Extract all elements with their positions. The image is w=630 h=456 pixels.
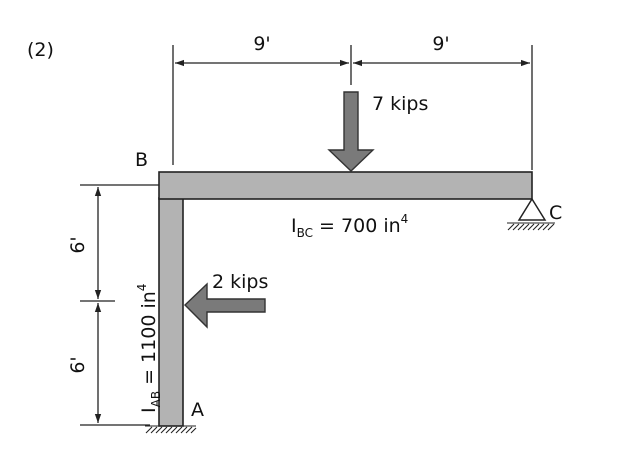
- span-right-label: 9': [432, 33, 449, 55]
- height-lower-label: 6': [67, 356, 89, 373]
- left-dimension: 6' 6': [67, 184, 160, 426]
- span-left-label: 9': [253, 33, 270, 55]
- inertia-ab-label: IAB = 1100 in4: [135, 284, 163, 413]
- vertical-load-label: 7 kips: [372, 93, 428, 115]
- column-ab: [158, 197, 184, 427]
- vertical-load-arrow: [327, 91, 375, 172]
- node-label-a: A: [191, 399, 204, 421]
- node-label-b: B: [135, 149, 148, 171]
- fixed-support-a: [145, 425, 197, 434]
- problem-number: (2): [27, 39, 54, 61]
- node-label-c: C: [549, 202, 562, 224]
- height-upper-label: 6': [67, 236, 89, 253]
- horizontal-load-label: 2 kips: [212, 271, 268, 293]
- horizontal-load-arrow: [183, 282, 266, 329]
- pin-support-c: [507, 197, 555, 231]
- inertia-bc-label: IBC = 700 in4: [291, 212, 408, 240]
- top-dimension: 9' 9': [172, 33, 533, 170]
- beam-bc: [158, 171, 533, 200]
